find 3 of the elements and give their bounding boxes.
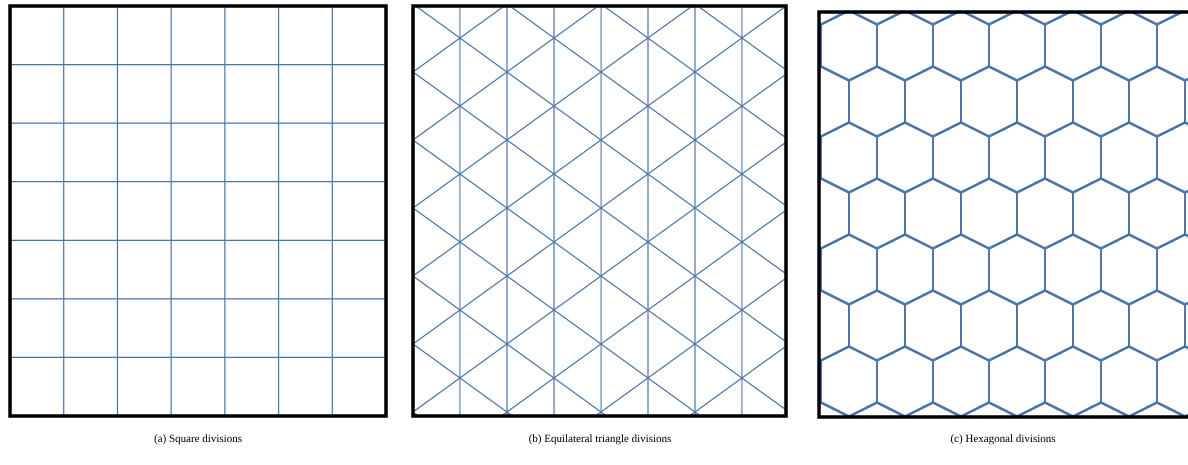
caption-text: (c) Hexagonal divisions: [950, 434, 1056, 445]
caption-text: (a) Square divisions: [154, 434, 242, 445]
caption-text: (b) Equilateral triangle divisions: [529, 434, 671, 445]
